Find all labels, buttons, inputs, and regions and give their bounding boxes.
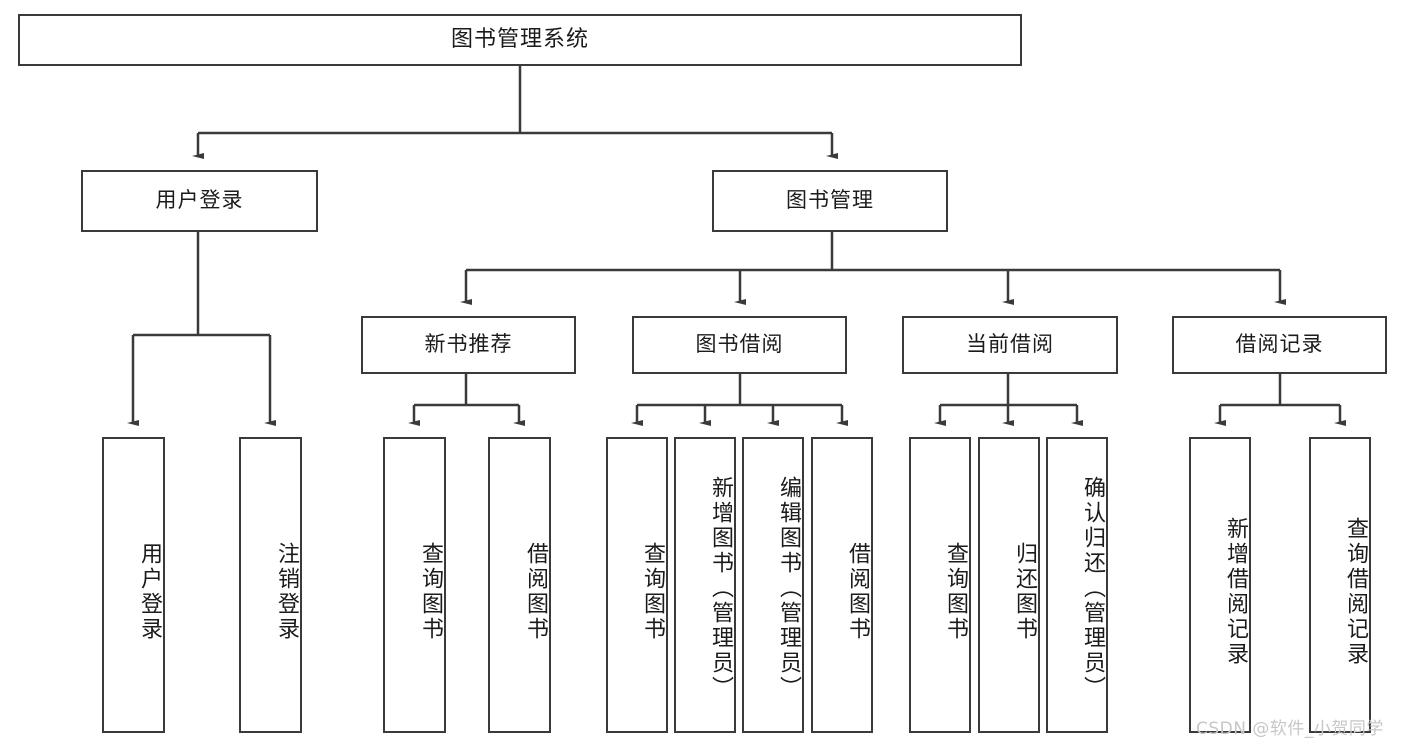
csdn-watermark: CSDN @软件_小贺同学 (1196, 719, 1384, 739)
node-label: 新书推荐 (424, 332, 513, 357)
node-leaf-query-borrow-record[interactable]: 查询借阅记录 (1309, 437, 1371, 733)
node-label: 归还图书 (1012, 542, 1037, 642)
node-label: 用户登录 (155, 188, 244, 213)
node-leaf-logout-login[interactable]: 注销登录 (239, 437, 302, 733)
node-label: 图书借阅 (695, 332, 784, 357)
node-label: 编辑图书（管理员） (776, 475, 801, 701)
node-root-book-management-system[interactable]: 图书管理系统 (18, 14, 1022, 66)
node-label: 图书管理 (786, 188, 874, 213)
node-leaf-return-book[interactable]: 归还图书 (978, 437, 1040, 733)
node-new-book-recommend[interactable]: 新书推荐 (361, 316, 576, 374)
node-label: 新增借阅记录 (1223, 517, 1248, 667)
node-label: 当前借阅 (966, 332, 1054, 357)
node-label: 确认归还（管理员） (1080, 475, 1105, 701)
node-label: 新增图书（管理员） (708, 475, 733, 701)
node-leaf-confirm-return[interactable]: 确认归还（管理员） (1046, 437, 1108, 733)
node-leaf-borrow-book-recommend[interactable]: 借阅图书 (488, 437, 551, 733)
node-book-manage[interactable]: 图书管理 (712, 170, 948, 232)
node-current-borrow[interactable]: 当前借阅 (902, 316, 1118, 374)
node-leaf-borrow-book[interactable]: 借阅图书 (811, 437, 873, 733)
node-borrow-record[interactable]: 借阅记录 (1172, 316, 1387, 374)
node-label: 查询图书 (943, 542, 968, 642)
node-label: 借阅图书 (523, 542, 548, 642)
node-leaf-query-book-borrow[interactable]: 查询图书 (606, 437, 668, 733)
node-label: 借阅记录 (1235, 332, 1324, 357)
node-label: 图书管理系统 (450, 26, 589, 52)
node-label: 查询图书 (640, 542, 665, 642)
node-leaf-add-borrow-record[interactable]: 新增借阅记录 (1189, 437, 1251, 733)
node-leaf-query-book-current[interactable]: 查询图书 (909, 437, 971, 733)
node-label: 借阅图书 (845, 542, 870, 642)
node-leaf-query-book-recommend[interactable]: 查询图书 (383, 437, 446, 733)
node-user-login[interactable]: 用户登录 (81, 170, 318, 232)
node-leaf-edit-book[interactable]: 编辑图书（管理员） (742, 437, 804, 733)
node-label: 查询借阅记录 (1343, 517, 1368, 667)
node-leaf-add-book[interactable]: 新增图书（管理员） (674, 437, 736, 733)
node-leaf-user-login[interactable]: 用户登录 (102, 437, 165, 733)
node-label: 查询图书 (418, 542, 443, 642)
node-book-borrow[interactable]: 图书借阅 (632, 316, 847, 374)
node-label: 用户登录 (137, 542, 162, 642)
node-label: 注销登录 (274, 542, 299, 642)
